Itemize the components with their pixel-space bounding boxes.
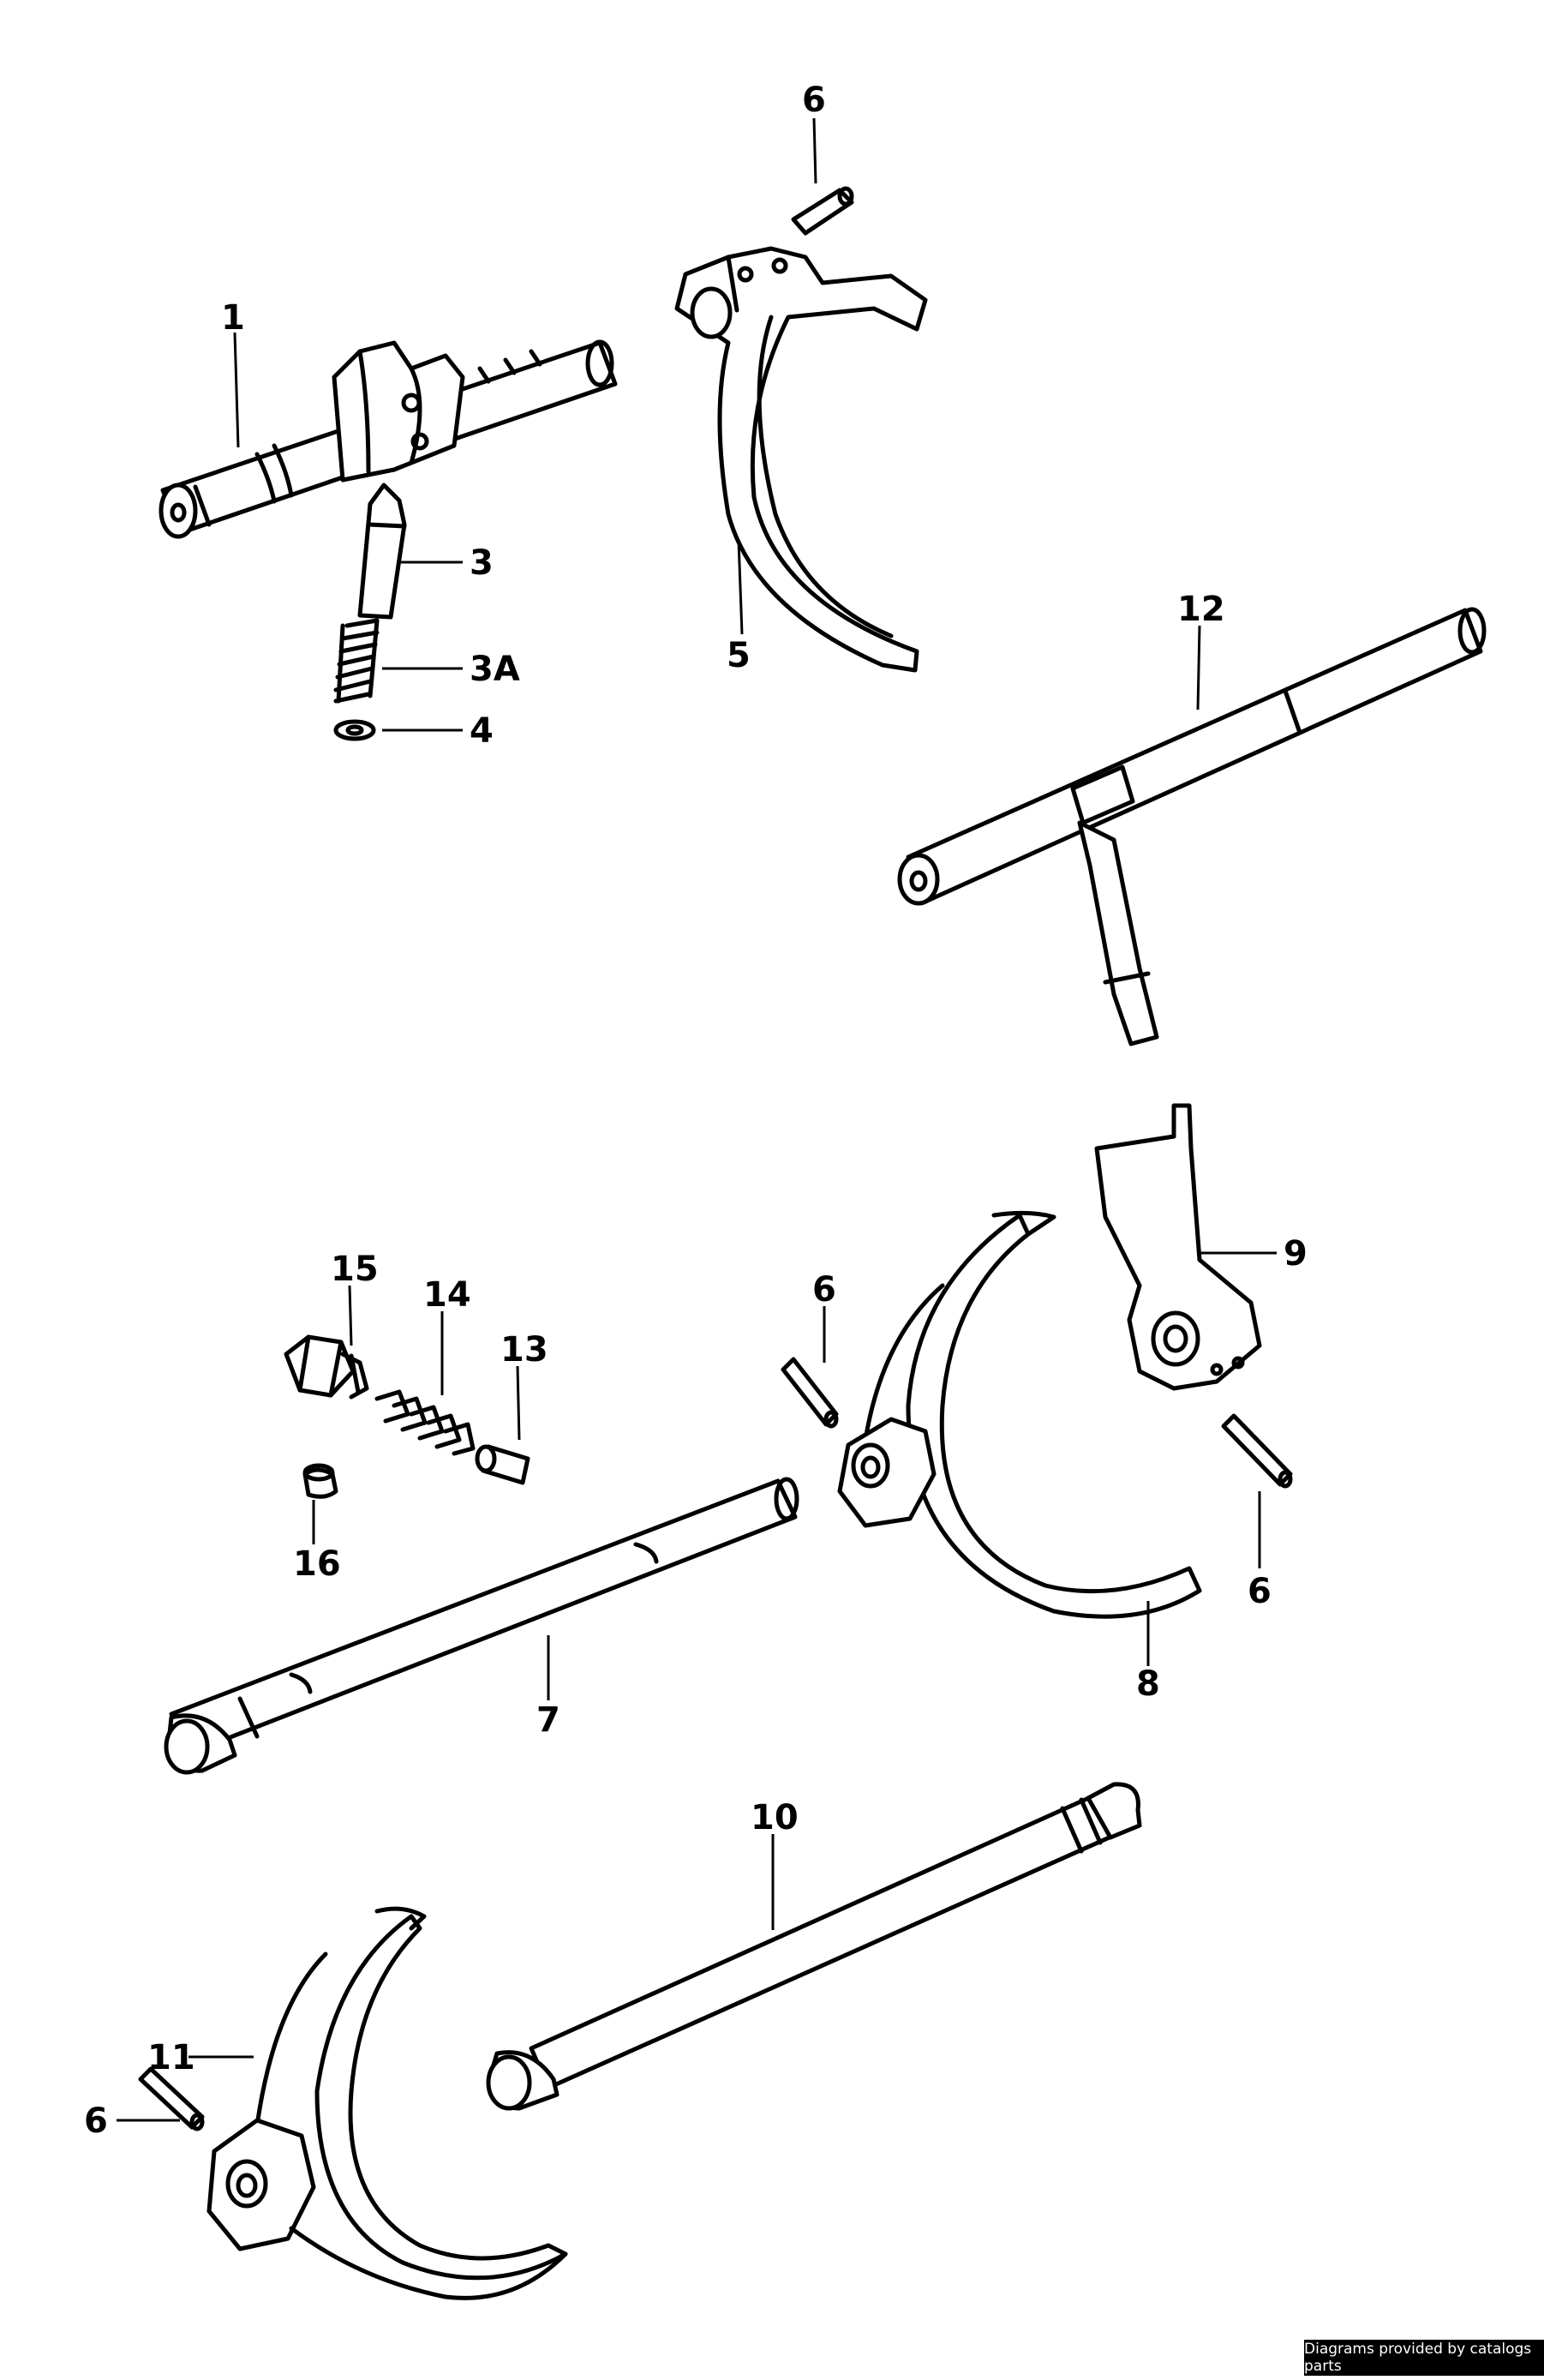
part-14-spring bbox=[374, 1389, 476, 1456]
leader-lines bbox=[117, 117, 1277, 2122]
callout-3a: 3A bbox=[470, 650, 520, 689]
part-13-detent-ball bbox=[475, 1444, 530, 1485]
callout-6-top: 6 bbox=[802, 81, 826, 120]
part-8-shift-fork bbox=[837, 1210, 1202, 1619]
part-6-roll-pin-middle bbox=[781, 1357, 839, 1429]
part-3a-spring bbox=[333, 618, 380, 704]
callout-7: 7 bbox=[536, 1700, 560, 1740]
callout-12: 12 bbox=[1177, 590, 1225, 629]
part-7-shift-rod bbox=[164, 1477, 799, 1775]
callout-6-right: 6 bbox=[1248, 1572, 1272, 1611]
callout-1: 1 bbox=[221, 298, 245, 338]
part-9-selector-lever bbox=[1094, 1103, 1262, 1391]
part-12-shift-rail bbox=[897, 607, 1487, 1046]
part-16-sleeve bbox=[302, 1463, 338, 1499]
callout-11: 11 bbox=[147, 2038, 195, 2077]
part-4-washer bbox=[333, 719, 376, 741]
callout-9: 9 bbox=[1284, 1234, 1308, 1274]
callout-13: 13 bbox=[500, 1330, 548, 1370]
callout-6-middle-left: 6 bbox=[812, 1270, 836, 1310]
part-5-shift-fork bbox=[674, 246, 928, 673]
part-6-roll-pin-right bbox=[1221, 1413, 1293, 1489]
callout-15: 15 bbox=[331, 1250, 379, 1289]
credit-text: Diagrams provided by catalogs parts bbox=[1304, 2341, 1532, 2375]
part-6-roll-pin-top bbox=[791, 186, 854, 236]
callout-labels: 1 3 3A 4 6 5 12 9 6 6 8 7 15 14 13 16 10… bbox=[84, 81, 1308, 2141]
callout-3: 3 bbox=[470, 543, 494, 583]
part-11-shift-fork bbox=[206, 1906, 568, 2300]
part-1-selector-shaft bbox=[159, 339, 618, 539]
part-3-plunger bbox=[357, 483, 407, 620]
callout-8: 8 bbox=[1136, 1664, 1160, 1704]
callout-10: 10 bbox=[751, 1798, 799, 1837]
callout-14: 14 bbox=[423, 1275, 471, 1315]
callout-16: 16 bbox=[293, 1544, 341, 1584]
part-15-plug-bolt bbox=[284, 1334, 369, 1400]
part-6-roll-pin-lower bbox=[138, 2066, 205, 2131]
callout-4: 4 bbox=[470, 711, 494, 751]
callout-5: 5 bbox=[727, 636, 751, 675]
credit-footer: Diagrams provided by catalogs parts bbox=[1304, 2340, 1544, 2376]
callout-6-lower: 6 bbox=[84, 2101, 108, 2141]
part-10-shift-rod bbox=[486, 1782, 1142, 2111]
